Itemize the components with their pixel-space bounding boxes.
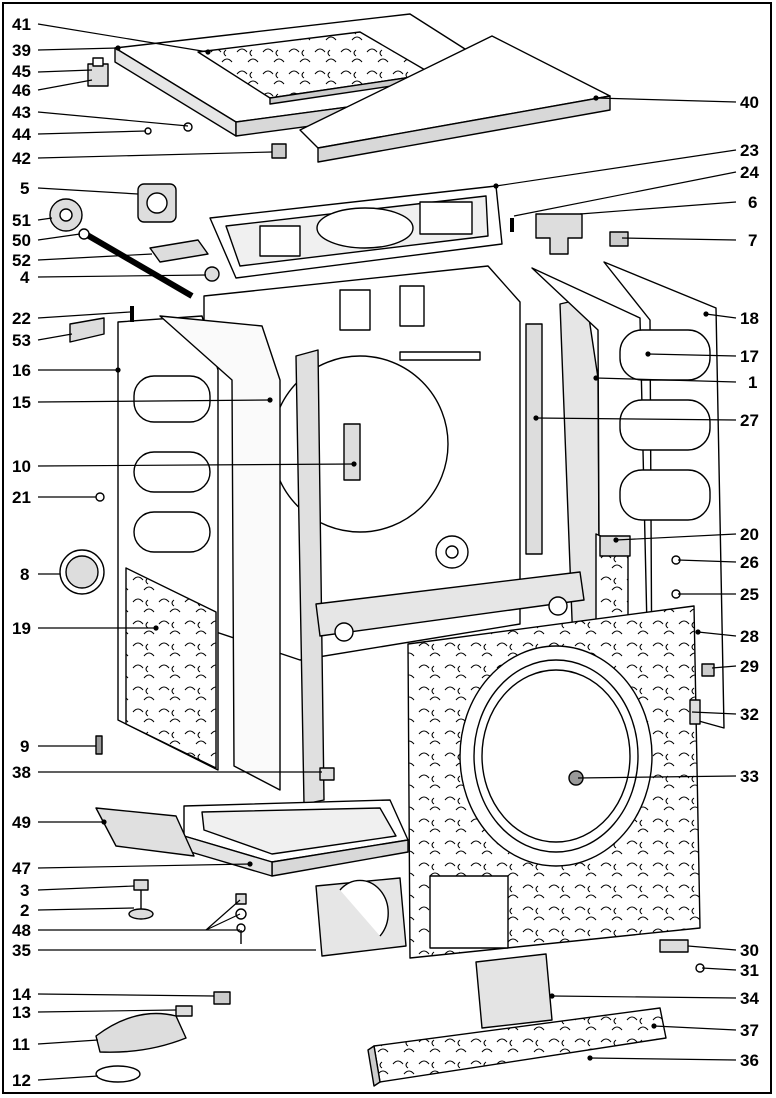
label-38: 38 [12, 763, 31, 782]
label-47: 47 [12, 859, 31, 878]
part-6 [535, 213, 583, 255]
filter-cover-49 [95, 807, 195, 857]
label-39: 39 [12, 41, 31, 60]
part-13 [175, 1005, 193, 1017]
foot [128, 879, 154, 920]
label-37: 37 [740, 1021, 759, 1040]
label-36: 36 [740, 1051, 759, 1070]
label-31: 31 [740, 961, 759, 980]
part-14 [213, 991, 231, 1005]
label-1: 1 [748, 373, 758, 392]
label-48: 48 [12, 921, 31, 940]
service-cover-34 [475, 953, 553, 1029]
label-32: 32 [740, 705, 759, 724]
label-2: 2 [20, 901, 30, 920]
part-29 [701, 663, 715, 677]
part-11 [95, 1012, 187, 1053]
label-42: 42 [12, 149, 31, 168]
side-insulation [125, 567, 217, 769]
part-12 [95, 1065, 141, 1083]
label-53: 53 [12, 331, 31, 350]
label-13: 13 [12, 1003, 31, 1022]
strut-27 [525, 323, 543, 555]
clip-42 [271, 143, 287, 159]
label-4: 4 [20, 268, 30, 287]
part-52 [149, 239, 209, 263]
label-40: 40 [740, 93, 759, 112]
label-6: 6 [748, 193, 758, 212]
pump-8 [59, 549, 105, 595]
part-20 [599, 535, 631, 557]
part-4 [204, 266, 220, 282]
label-34: 34 [740, 989, 759, 1008]
bracket-45-46 [87, 57, 109, 87]
label-14: 14 [12, 985, 31, 1004]
label-44: 44 [12, 125, 31, 144]
label-35: 35 [12, 941, 31, 960]
part-30 [659, 939, 689, 953]
label-15: 15 [12, 393, 31, 412]
label-16: 16 [12, 361, 31, 380]
screw-21 [95, 492, 105, 502]
label-8: 8 [20, 565, 30, 584]
kick-plate [367, 1007, 667, 1087]
leader-lines [37, 23, 737, 1081]
label-45: 45 [12, 62, 31, 81]
label-25: 25 [740, 585, 759, 604]
label-10: 10 [12, 457, 31, 476]
part-51 [49, 198, 83, 232]
label-23: 23 [740, 141, 759, 160]
part-53 [69, 317, 105, 343]
label-18: 18 [740, 309, 759, 328]
mid-side-panel [159, 315, 281, 791]
housing-35 [315, 877, 407, 957]
label-30: 30 [740, 941, 759, 960]
label-50: 50 [12, 231, 31, 250]
label-22: 22 [12, 309, 31, 328]
label-9: 9 [20, 737, 30, 756]
label-51: 51 [12, 211, 31, 230]
label-11: 11 [12, 1035, 30, 1054]
label-52: 52 [12, 251, 31, 270]
washer-43 [183, 122, 193, 132]
label-29: 29 [740, 657, 759, 676]
part-7 [609, 231, 629, 247]
part-5 [137, 183, 177, 223]
left-side-panel [117, 315, 219, 771]
label-28: 28 [740, 627, 759, 646]
base-frame [183, 799, 409, 877]
label-26: 26 [740, 553, 759, 572]
label-19: 19 [12, 619, 31, 638]
top-panel [299, 35, 611, 163]
label-33: 33 [740, 767, 759, 786]
label-17: 17 [740, 347, 759, 366]
label-7: 7 [748, 231, 758, 250]
part-38 [319, 767, 335, 781]
label-12: 12 [12, 1071, 31, 1090]
label-20: 20 [740, 525, 759, 544]
label-3: 3 [20, 881, 30, 900]
label-46: 46 [12, 81, 31, 100]
label-24: 24 [740, 163, 759, 182]
label-49: 49 [12, 813, 31, 832]
label-5: 5 [20, 179, 30, 198]
control-frame [209, 185, 503, 279]
label-27: 27 [740, 411, 759, 430]
part-9 [95, 735, 103, 755]
label-21: 21 [12, 488, 31, 507]
front-panel [407, 605, 701, 959]
cross-beam [315, 571, 585, 637]
upright-10 [295, 349, 325, 805]
label-41: 41 [12, 15, 31, 34]
shaft-50 [80, 229, 194, 299]
label-43: 43 [12, 103, 31, 122]
